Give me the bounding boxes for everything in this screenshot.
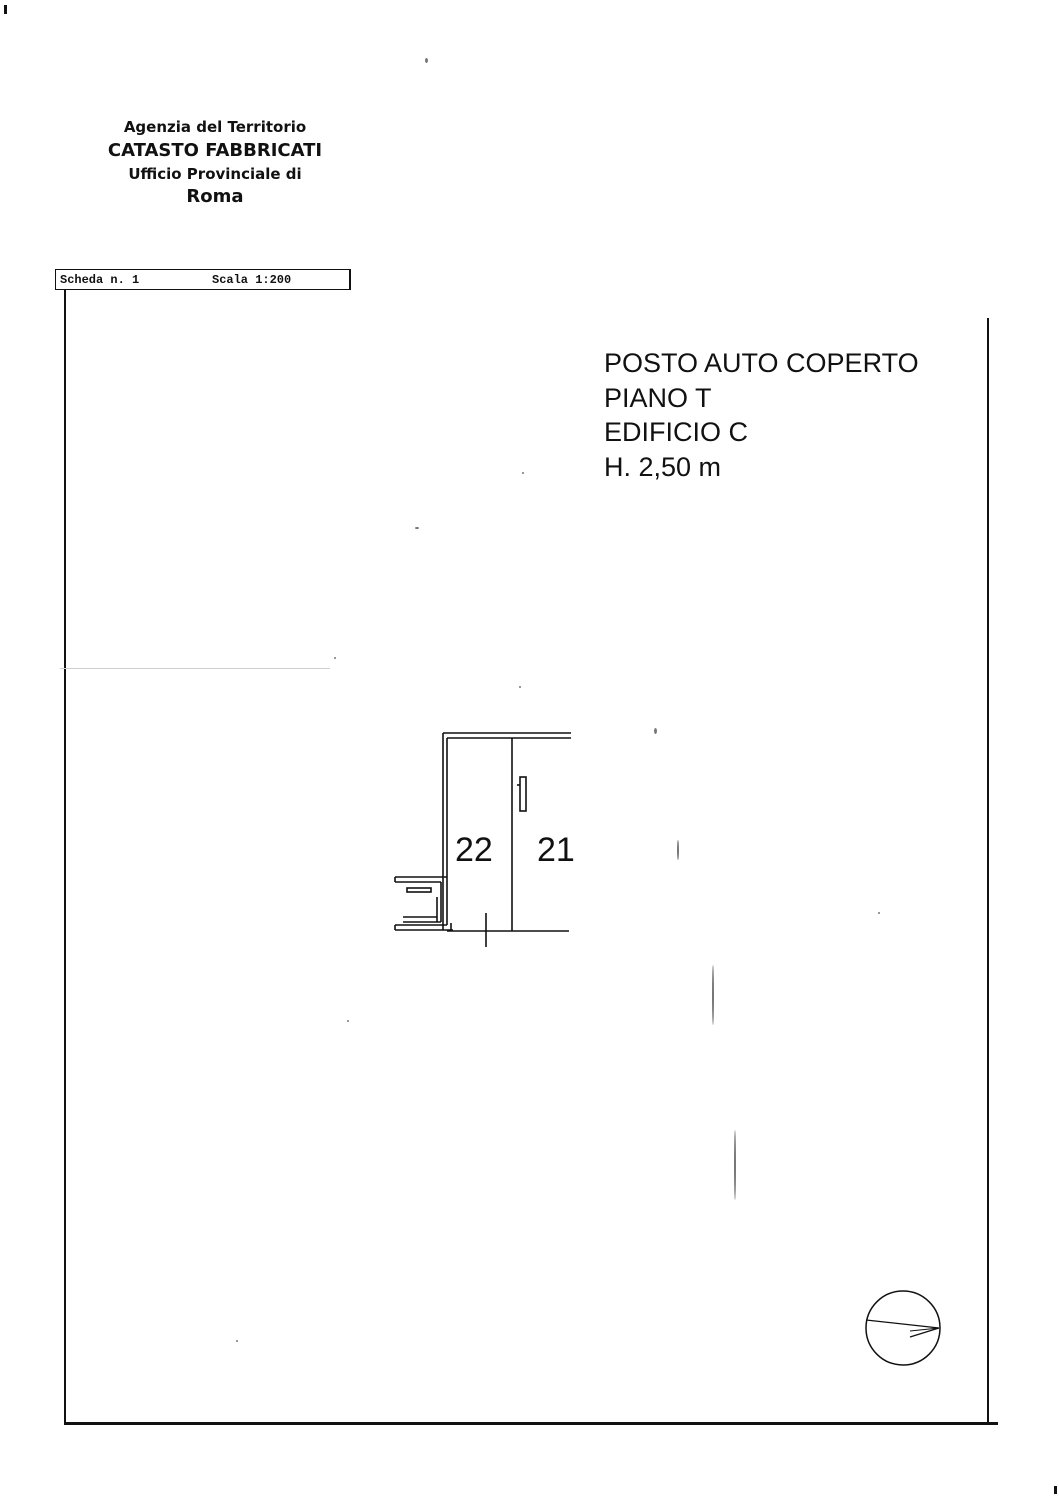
plan-title-block: POSTO AUTO COPERTO PIANO T EDIFICIO C H.… [604,346,919,484]
scan-speck [878,912,880,914]
document-header: Agenzia del Territorio CATASTO FABBRICAT… [70,118,360,207]
title-line-building: EDIFICIO C [604,417,749,447]
frame-right-border [987,318,989,1423]
title-line-height: H. 2,50 m [604,451,722,482]
north-arrow-icon [865,1290,941,1366]
office-city: Roma [186,185,244,207]
scheda-number: Scheda n. 1 [60,273,140,287]
scan-speck [519,686,521,688]
scan-speck [677,840,679,860]
title-line-usage: POSTO AUTO COPERTO [604,348,919,378]
scan-speck [734,1130,736,1200]
scan-speck [334,657,336,659]
catasto-title: CATASTO FABBRICATI [107,140,323,161]
scan-mark-bottom-right [1054,1486,1057,1494]
parking-space-21-label: 21 [537,831,575,869]
scheda-box: Scheda n. 1 Scala 1:200 [55,269,351,289]
scan-speck [654,728,657,734]
scan-speck [712,965,714,1025]
scan-speck [60,668,330,669]
scan-mark-top-left [4,5,7,14]
scan-speck [522,472,524,474]
scan-speck [425,58,428,63]
scan-speck [236,1340,238,1342]
scale-label: Scala 1:200 [212,273,292,287]
frame-left-border [64,289,66,1423]
parking-space-22-label: 22 [455,831,493,869]
agency-name: Agenzia del Territorio [123,118,307,136]
office-label: Ufficio Provinciale di [128,164,302,183]
scheda-underline [55,289,351,290]
scan-speck [347,1020,349,1022]
frame-bottom-border [64,1422,998,1425]
scan-speck [415,527,419,529]
floor-plan-drawing: 22 21 [394,732,575,947]
title-line-floor: PIANO T [604,382,712,413]
